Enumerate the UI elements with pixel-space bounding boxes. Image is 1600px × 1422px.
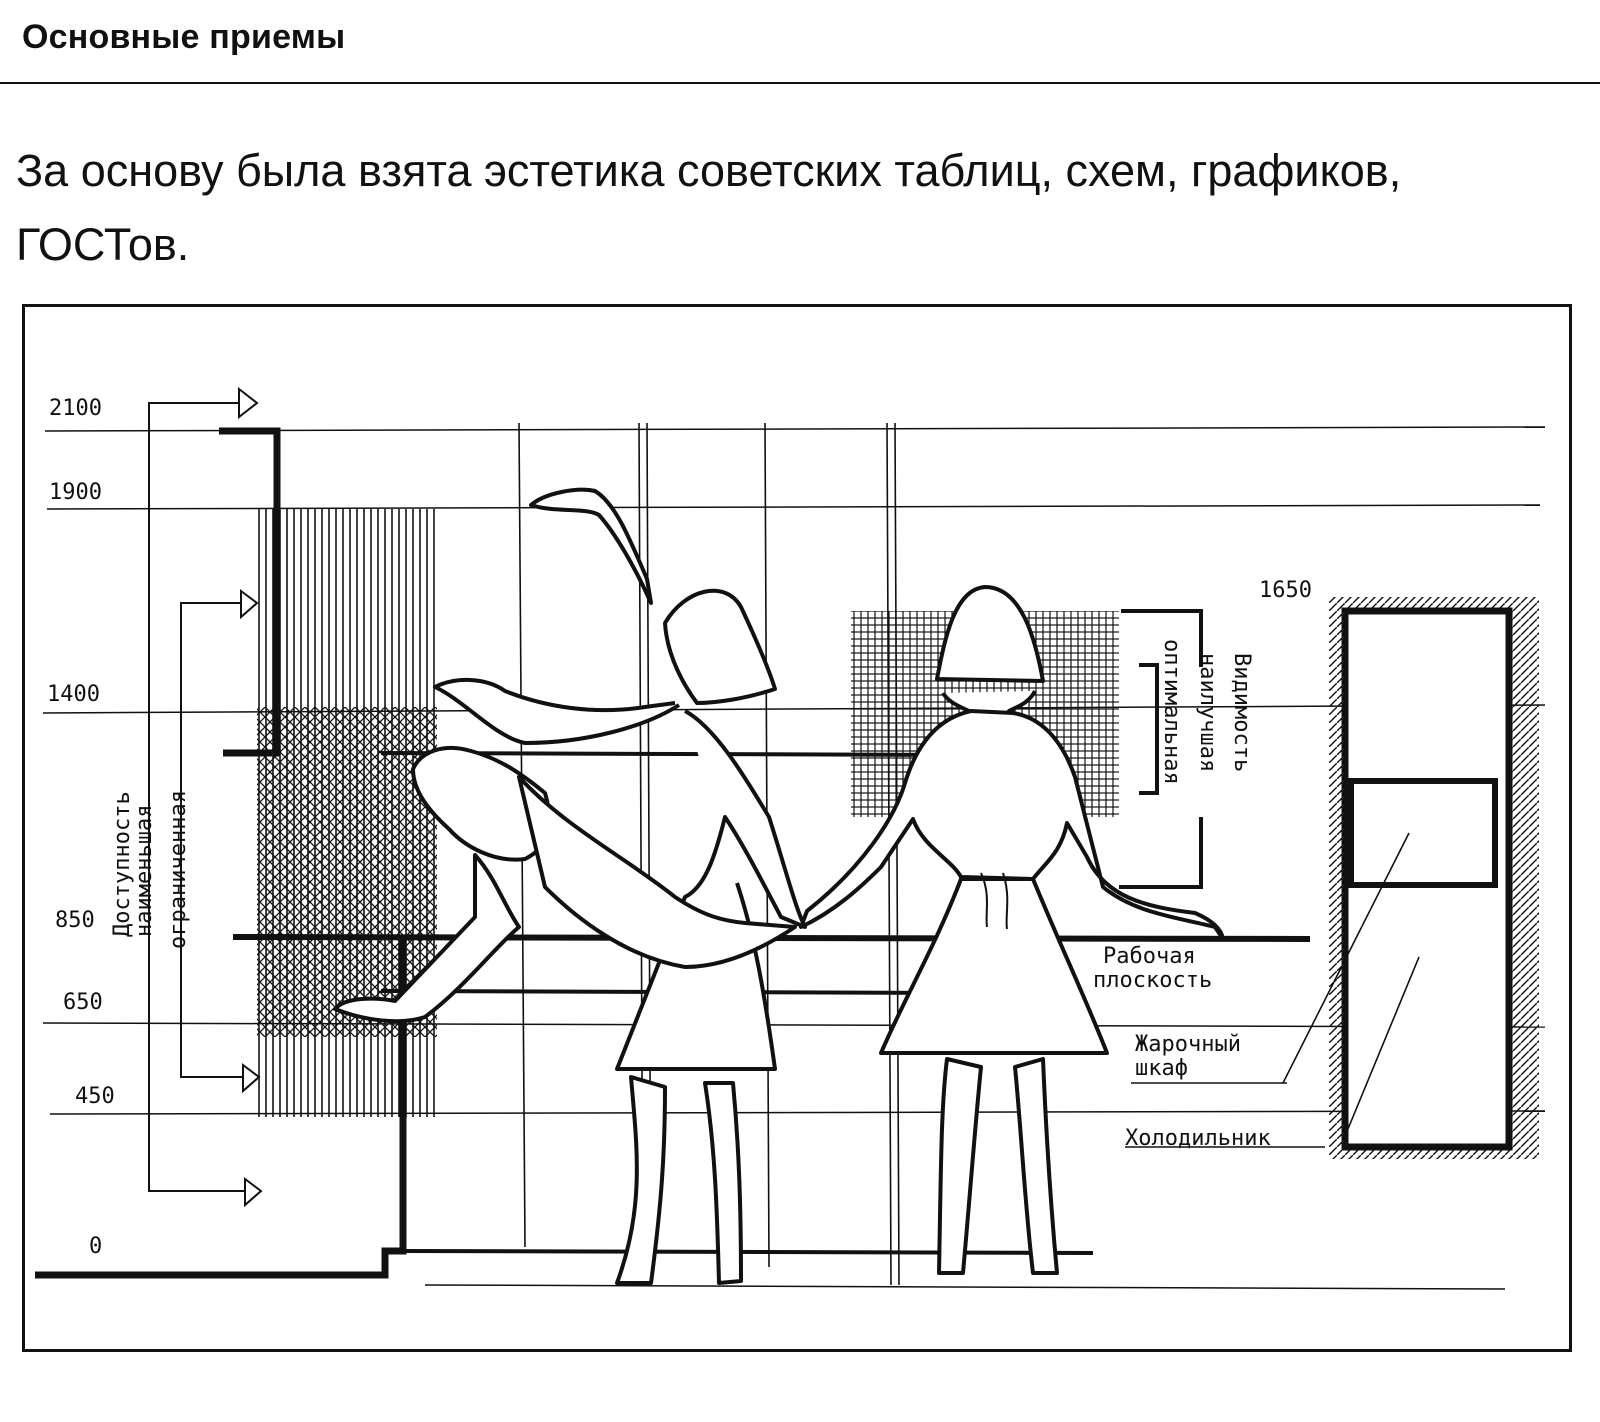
visibility-brackets (1119, 609, 1203, 889)
ergonomics-diagram: 2100 1900 1400 850 650 450 0 1650 Доступ… (22, 304, 1572, 1352)
label-accessibility: Доступность (110, 791, 135, 937)
limited-zone-crosshatch (257, 707, 437, 1037)
label-visibility: Видимость (1229, 653, 1254, 772)
vertical-labels: Доступность наименьшая ограниченная Види… (110, 639, 1254, 949)
diagram-canvas: 2100 1900 1400 850 650 450 0 1650 Доступ… (35, 386, 1546, 1291)
intro-text: За основу была взята эстетика советских … (16, 145, 1402, 270)
reach-profile (35, 427, 1311, 1279)
label-least: наименьшая (132, 805, 157, 937)
label-work-surface-1: Рабочая (1103, 944, 1196, 969)
label-best: наилучшая (1195, 653, 1220, 772)
page-title: Основные приемы (22, 18, 346, 56)
level-labels: 2100 1900 1400 850 650 450 0 1650 (47, 396, 1312, 1259)
label-work-surface-2: плоскость (1093, 968, 1212, 993)
level-650: 650 (63, 990, 103, 1015)
level-450: 450 (75, 1084, 115, 1109)
woman-reaching-figure (433, 487, 807, 1285)
label-oven-2: шкаф (1135, 1056, 1188, 1081)
level-1900: 1900 (49, 480, 102, 505)
cabinet (1125, 597, 1539, 1159)
label-oven-1: Жарочный (1135, 1032, 1241, 1057)
header-divider (0, 82, 1600, 84)
woman-front-figure (799, 585, 1225, 1275)
woman-bending-figure (333, 745, 797, 1024)
zone-labels: Рабочая плоскость Жарочный шкаф Холодиль… (1093, 944, 1271, 1151)
label-fridge: Холодильник (1125, 1126, 1271, 1151)
level-1400: 1400 (47, 682, 100, 707)
level-0: 0 (89, 1234, 102, 1259)
level-2100: 2100 (49, 396, 102, 421)
level-1650: 1650 (1259, 578, 1312, 603)
label-optimal: оптимальная (1159, 639, 1184, 785)
level-850: 850 (55, 908, 95, 933)
accessibility-brackets (148, 386, 263, 1208)
label-limited: ограниченная (166, 790, 191, 949)
